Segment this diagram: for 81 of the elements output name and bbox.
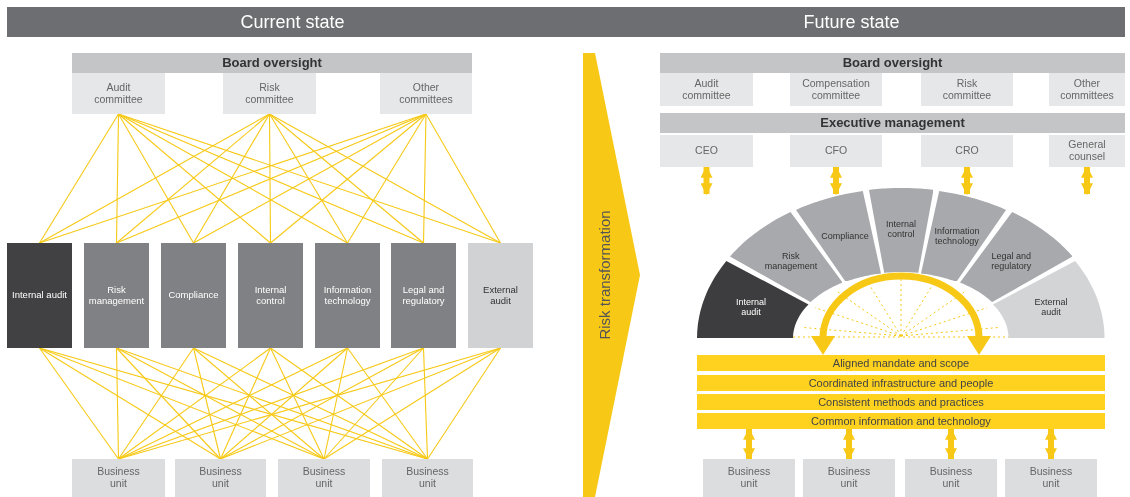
header-bar: Future state: [578, 7, 1125, 37]
function-box: Internal control: [238, 243, 303, 348]
connector-line: [323, 347, 349, 460]
connector-line: [192, 347, 325, 460]
chevron-label: Risk transformation: [594, 210, 614, 340]
segment-label: Risk management: [764, 251, 817, 272]
connector-line: [268, 113, 272, 244]
connector-line: [115, 347, 120, 460]
connector-line: [219, 347, 349, 460]
double-arrow: [830, 165, 842, 196]
business-unit-box: Business unit: [72, 459, 165, 497]
header-band: Board oversight: [660, 53, 1125, 73]
connector-line: [219, 347, 272, 460]
double-arrow: [743, 427, 755, 461]
committee-box: Audit committee: [660, 73, 753, 106]
connector-line: [346, 347, 429, 460]
segment-label: Internal audit: [735, 298, 768, 319]
principle-band: Consistent methods and practices: [697, 394, 1105, 410]
business-unit-box: Business unit: [803, 459, 895, 497]
connector-line: [268, 113, 502, 244]
connector-line: [425, 113, 502, 244]
connector-line: [192, 113, 271, 244]
connector-line: [115, 113, 120, 244]
committee-box: General counsel: [1049, 135, 1125, 167]
committee-box: CFO: [790, 135, 882, 167]
connector-line: [422, 347, 429, 460]
connector-line: [323, 347, 425, 460]
business-unit-box: Business unit: [1005, 459, 1097, 497]
connector-line: [426, 347, 502, 460]
committee-box: Risk committee: [223, 73, 316, 114]
business-unit-box: Business unit: [278, 459, 370, 497]
connector-line: [323, 347, 502, 460]
committee-box: CEO: [660, 135, 753, 167]
double-arrow: [700, 165, 713, 196]
connector-line: [422, 113, 427, 244]
function-box: External audit: [468, 243, 533, 348]
function-box: Internal audit: [7, 243, 72, 348]
principle-band: Aligned mandate and scope: [697, 355, 1105, 371]
function-box: Compliance: [161, 243, 226, 348]
business-unit-box: Business unit: [175, 459, 266, 497]
committee-box: Compensation committee: [790, 73, 882, 106]
header-band: Executive management: [660, 113, 1125, 133]
connector-line: [38, 347, 120, 460]
principle-band: Common information and technology: [697, 413, 1105, 429]
double-arrow: [1081, 165, 1093, 196]
segment-label: Internal control: [884, 220, 917, 240]
business-unit-box: Business unit: [703, 459, 795, 497]
connector-line: [38, 113, 120, 244]
committee-box: Audit committee: [72, 73, 165, 114]
double-arrow: [843, 427, 855, 461]
segment-label: Legal and regulatory: [990, 251, 1033, 272]
connector-line: [38, 347, 222, 460]
header-band: Board oversight: [72, 53, 472, 73]
connector-line: [117, 347, 272, 460]
header-bar: Current state: [7, 7, 578, 37]
connector-line: [268, 113, 349, 244]
double-arrow: [1045, 427, 1057, 461]
business-unit-box: Business unit: [382, 459, 473, 497]
connector-line: [117, 113, 195, 244]
curved-double-arrow: [811, 272, 991, 355]
connector-line: [192, 347, 222, 460]
connector-line: [269, 347, 429, 460]
connector-line: [38, 113, 271, 244]
function-box: Information technology: [315, 243, 380, 348]
segment-label: External audit: [1033, 298, 1069, 319]
segment-label: Compliance: [820, 232, 870, 243]
committee-box: Risk committee: [921, 73, 1013, 106]
principle-band: Coordinated infrastructure and people: [697, 375, 1105, 391]
segment-label: Information technology: [933, 227, 981, 248]
double-arrow: [961, 165, 973, 196]
committee-box: Other committees: [380, 73, 472, 114]
connector-line: [269, 347, 325, 460]
committee-box: CRO: [921, 135, 1013, 167]
connector-line: [117, 347, 195, 460]
committee-box: Other committees: [1049, 73, 1125, 106]
connector-line: [115, 347, 222, 460]
function-box: Risk management: [84, 243, 149, 348]
double-arrow: [945, 427, 957, 461]
function-box: Legal and regulatory: [391, 243, 456, 348]
connector-line: [346, 113, 427, 244]
business-unit-box: Business unit: [905, 459, 997, 497]
